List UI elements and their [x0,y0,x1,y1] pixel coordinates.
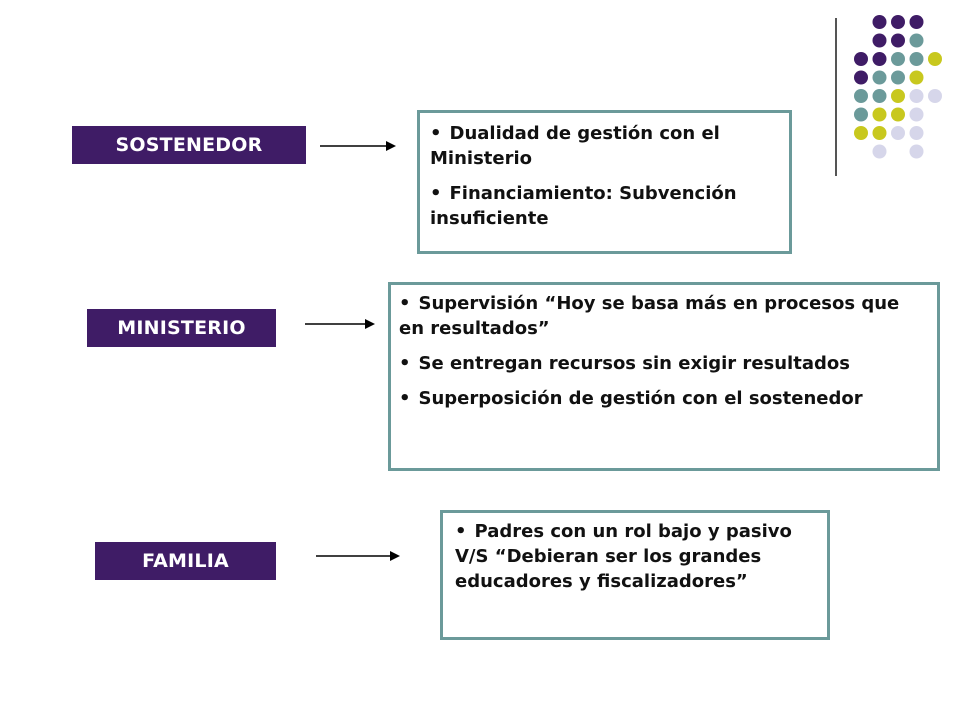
decorative-dot [891,52,905,66]
sostenedor-arrow [320,141,396,151]
decorative-dot [854,107,868,122]
decorative-dot [891,33,905,48]
familia-label: FAMILIA [95,542,276,580]
familia-label-text: FAMILIA [142,550,229,572]
list-item: •Financiamiento: Subvención insuficiente [430,183,737,229]
decorative-dot-grid [854,15,942,159]
decorative-dot [909,126,924,140]
list-item: •Dualidad de gestión con el Ministerio [430,123,720,169]
decorative-dot [891,126,905,140]
decorative-dot [909,107,924,122]
list-item: •Se entregan recursos sin exigir resulta… [399,353,850,374]
decorative-dot [872,89,887,103]
decorative-dot [909,144,924,159]
familia-info-box: •Padres con un rol bajo y pasivo V/S “De… [440,510,830,640]
decorative-dot [872,70,887,85]
list-item: •Supervisión “Hoy se basa más en proceso… [399,293,900,339]
decorative-dot [909,33,924,48]
decorative-vertical-line [835,18,837,176]
decorative-dot [891,89,905,103]
list-item: •Padres con un rol bajo y pasivo V/S “De… [455,521,792,592]
ministerio-info-box: •Supervisión “Hoy se basa más en proceso… [388,282,940,471]
ministerio-arrow [305,319,375,329]
decorative-dot [872,144,887,159]
decorative-dot [891,70,905,85]
familia-arrow [316,551,400,561]
sostenedor-item-list: •Dualidad de gestión con el Ministerio •… [430,121,779,231]
decorative-dot [872,126,887,140]
decorative-dot [909,15,924,29]
ministerio-label: MINISTERIO [87,309,276,347]
sostenedor-label-text: SOSTENEDOR [115,134,263,156]
decorative-dot [891,107,905,122]
decorative-dot [854,52,868,66]
sostenedor-info-box: •Dualidad de gestión con el Ministerio •… [417,110,792,254]
decorative-dot [854,89,868,103]
ministerio-label-text: MINISTERIO [117,317,246,339]
decorative-dot [872,52,887,66]
familia-item-list: •Padres con un rol bajo y pasivo V/S “De… [455,519,819,594]
decorative-dot [872,33,887,48]
decorative-dot [909,52,924,66]
decorative-dot [891,15,905,29]
decorative-dot [909,70,924,85]
decorative-dot [872,107,887,122]
decorative-dot [928,52,942,66]
list-item: •Superposición de gestión con el sostene… [399,388,863,409]
decorative-dot [854,126,868,140]
ministerio-item-list: •Supervisión “Hoy se basa más en proceso… [399,291,929,411]
decorative-dot [928,89,942,103]
decorative-dot [854,70,868,85]
sostenedor-label: SOSTENEDOR [72,126,306,164]
decorative-dot [872,15,887,29]
decorative-dot [909,89,924,103]
